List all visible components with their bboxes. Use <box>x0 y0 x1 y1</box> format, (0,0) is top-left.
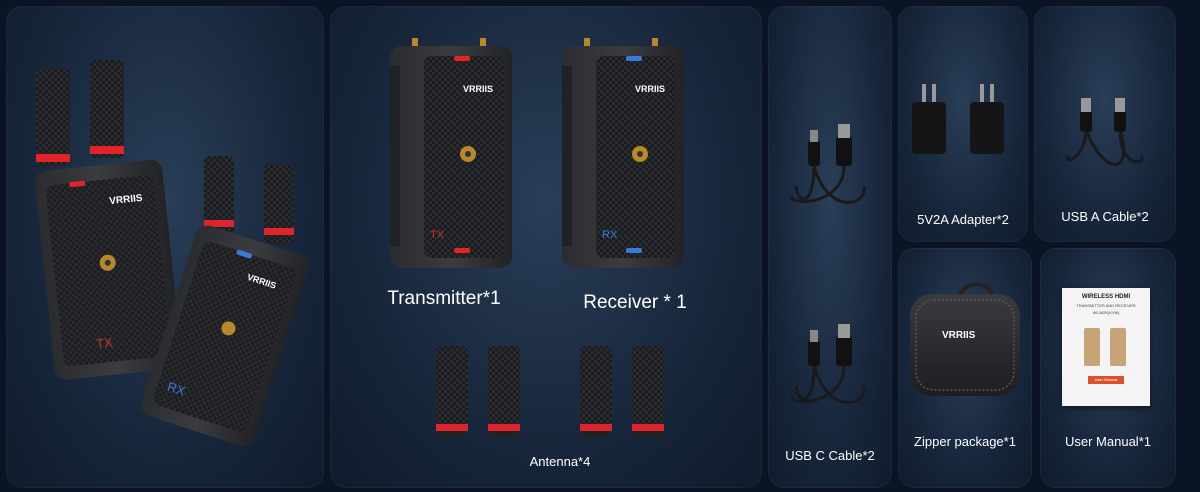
tx-mark: TX <box>430 229 445 241</box>
usb-c-cable-icon <box>790 165 866 404</box>
brand-logo: VRRIIS <box>109 193 144 207</box>
usb-a-cable-icon <box>1066 129 1144 166</box>
brand-logo: VRRIIS <box>942 330 976 341</box>
antenna-icon <box>580 346 612 437</box>
tx-mark: TX <box>95 335 113 352</box>
zipper-package-panel: VRRIIS Zipper package*1 <box>898 248 1032 488</box>
receiver-device-icon: VRRIIS RX <box>562 38 684 268</box>
zipper-bag-icon <box>910 282 1020 396</box>
rx-mark: RX <box>165 379 187 399</box>
adapter-label: 5V2A Adapter*2 <box>917 212 1009 227</box>
usb-c-cable-label: USB C Cable*2 <box>785 448 875 463</box>
brand-logo: VRRIIS <box>635 84 665 94</box>
user-manual-label: User Manual*1 <box>1065 434 1151 449</box>
manual-devices-illustration <box>1084 328 1126 366</box>
devices-panel: VRRIIS TX VRRIIS RX <box>330 6 762 488</box>
manual-model: WL082K(KVM) <box>1092 310 1120 315</box>
usb-c-cable-image <box>790 124 866 404</box>
antenna-icon <box>488 346 520 437</box>
usb-a-cable-label: USB A Cable*2 <box>1061 209 1149 224</box>
zipper-package-image: VRRIIS <box>910 282 1020 396</box>
usb-a-cable-panel: USB A Cable*2 <box>1034 6 1176 242</box>
usb-a-cable-image <box>1066 98 1144 166</box>
power-adapter-icon <box>912 84 1004 154</box>
zipper-package-label: Zipper package*1 <box>914 434 1016 449</box>
antenna-label: Antenna*4 <box>529 454 591 469</box>
hero-kit-panel: VRRIIS TX VRRIIS RX <box>6 6 324 488</box>
brand-logo: VRRIIS <box>463 84 493 94</box>
manual-subtitle: TRANSMITTER AND RECEIVER <box>1076 303 1136 308</box>
tx-rx-kit-image: VRRIIS TX VRRIIS RX <box>35 60 309 446</box>
antenna-icon <box>36 60 124 166</box>
user-manual-booklet: WIRELESS HDMI TRANSMITTER AND RECEIVER W… <box>1062 288 1150 406</box>
manual-title: WIRELESS HDMI <box>1081 294 1131 300</box>
user-manual-panel: WIRELESS HDMI TRANSMITTER AND RECEIVER W… <box>1040 248 1176 488</box>
rx-mark: RX <box>602 229 618 241</box>
adapter-panel: 5V2A Adapter*2 <box>898 6 1028 242</box>
transmitter-device-icon: VRRIIS TX <box>390 38 512 268</box>
adapter-image <box>912 84 1004 154</box>
usb-connector-icon <box>1080 98 1126 132</box>
receiver-label: Receiver * 1 <box>583 292 687 313</box>
antenna-icon <box>632 346 664 437</box>
usb-connector-icon <box>808 124 852 366</box>
manual-badge: User Manual <box>1088 376 1124 384</box>
devices-image: VRRIIS TX VRRIIS RX <box>390 38 684 437</box>
antenna-icon <box>204 156 294 244</box>
antenna-icon <box>436 346 468 437</box>
receiver-device-icon: VRRIIS RX <box>141 225 309 446</box>
usb-c-cable-panel: USB C Cable*2 <box>768 6 892 488</box>
transmitter-device-icon: VRRIIS TX <box>35 159 182 380</box>
transmitter-label: Transmitter*1 <box>387 288 501 309</box>
